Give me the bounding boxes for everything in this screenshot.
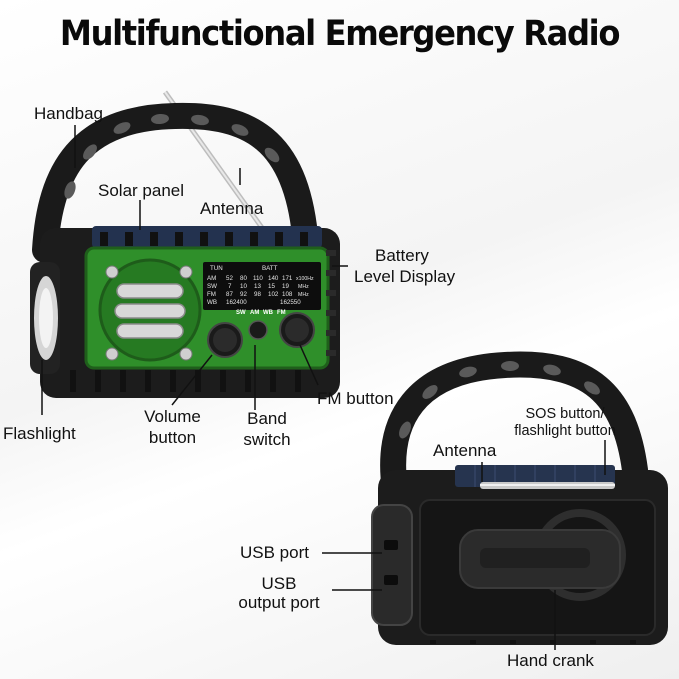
display-text: TUN BATT AM SW FM WB 52 80 110 140 171 x… [207, 265, 314, 306]
svg-text:98: 98 [254, 291, 261, 298]
label-battery-line1: Battery [375, 246, 429, 265]
label-hand-crank: Hand crank [507, 651, 594, 670]
handle-holes [64, 113, 280, 199]
svg-text:15: 15 [268, 283, 275, 290]
svg-text:SW: SW [207, 283, 217, 290]
svg-text:WB: WB [263, 310, 274, 316]
usb-side-panel [371, 504, 413, 626]
label-antenna-back: Antenna [433, 441, 497, 460]
svg-text:MHz: MHz [298, 292, 309, 298]
svg-text:FM: FM [277, 310, 286, 316]
label-battery-line2: Level Display [354, 267, 456, 286]
label-band-line1: Band [247, 409, 287, 428]
svg-text:87: 87 [226, 291, 233, 298]
leader-lines [41, 125, 606, 650]
svg-text:162400: 162400 [226, 299, 247, 306]
svg-text:WB: WB [207, 299, 217, 306]
svg-text:AM: AM [207, 275, 216, 282]
label-usb-port: USB port [240, 543, 309, 562]
label-sos-line1: SOS button/ [525, 406, 605, 422]
label-band-line2: switch [243, 430, 291, 449]
lcd-display [203, 262, 321, 310]
band-button-labels: SW AM WB FM [236, 310, 286, 316]
label-antenna-front: Antenna [200, 199, 264, 218]
handle-strap [32, 102, 318, 263]
front-radio: TUN BATT AM SW FM WB 52 80 110 140 171 x… [30, 90, 340, 398]
svg-text:13: 13 [254, 283, 261, 290]
svg-text:140: 140 [268, 275, 279, 282]
svg-text:TUN: TUN [210, 265, 223, 272]
label-fm-button: FM button [317, 389, 394, 408]
svg-text:162550: 162550 [280, 299, 301, 306]
svg-text:102: 102 [268, 291, 279, 298]
page-title: Multifunctional Emergency Radio [59, 14, 621, 54]
label-volume-line1: Volume [144, 407, 201, 426]
label-solar-panel: Solar panel [98, 181, 185, 200]
svg-text:108: 108 [282, 291, 293, 298]
label-usb-output-line2: output port [238, 593, 320, 612]
svg-text:171: 171 [282, 275, 293, 282]
svg-text:FM: FM [207, 291, 216, 298]
label-flashlight: Flashlight [3, 424, 76, 443]
svg-text:110: 110 [253, 275, 263, 282]
svg-text:19: 19 [282, 283, 289, 290]
svg-text:SW: SW [236, 310, 246, 316]
label-volume-line2: button [148, 428, 197, 447]
svg-text:80: 80 [240, 275, 247, 282]
svg-text:x100Hz: x100Hz [296, 276, 314, 282]
svg-text:92: 92 [240, 291, 247, 298]
back-radio [371, 351, 668, 645]
svg-text:52: 52 [226, 275, 233, 282]
svg-text:MHz: MHz [298, 284, 309, 290]
svg-text:10: 10 [240, 283, 247, 290]
label-sos-line2: flashlight button [514, 423, 616, 439]
label-handbag: Handbag [34, 104, 104, 123]
usb-output-port [384, 575, 398, 585]
svg-text:AM: AM [250, 310, 259, 316]
svg-text:BATT: BATT [262, 265, 278, 272]
usb-port [384, 540, 398, 550]
band-switch [248, 320, 268, 340]
label-usb-output-line1: USB [261, 574, 297, 593]
svg-text:7: 7 [228, 283, 232, 290]
